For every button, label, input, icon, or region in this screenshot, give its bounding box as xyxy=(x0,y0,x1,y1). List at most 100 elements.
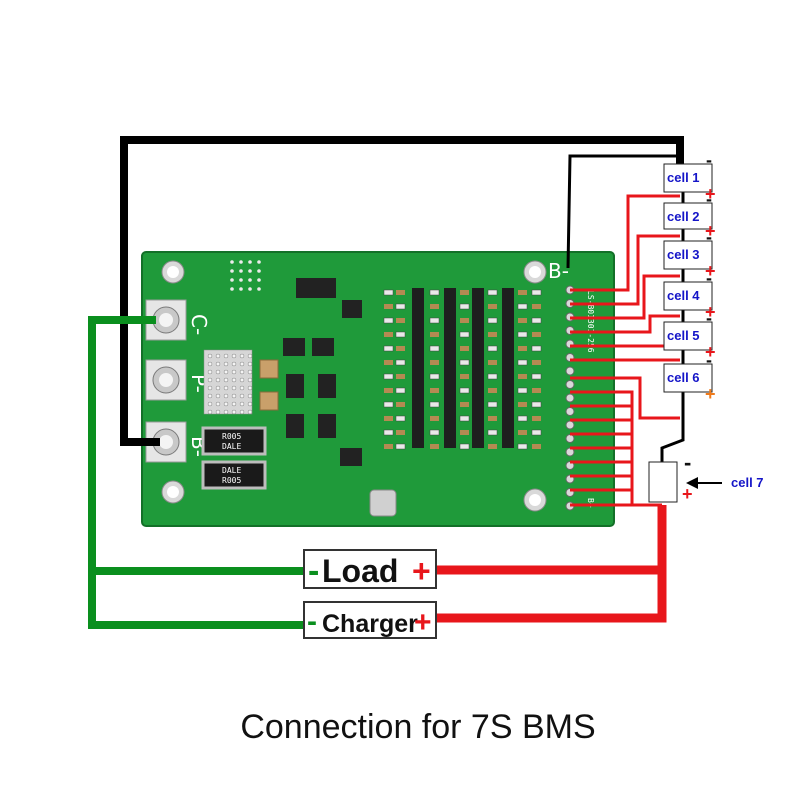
via-dot xyxy=(247,361,253,367)
smd-resistor xyxy=(487,317,498,324)
smd-capacitor xyxy=(396,290,405,295)
smd-resistor xyxy=(487,401,498,408)
via-dot xyxy=(223,393,229,399)
via-dot xyxy=(247,393,253,399)
smd-capacitor xyxy=(430,332,439,337)
cell-7-plus-sign: + xyxy=(682,484,693,504)
charger-minus-sign: - xyxy=(307,605,317,638)
via-dot xyxy=(207,393,213,399)
via-dot xyxy=(239,287,243,291)
cell-7-arrow-head xyxy=(686,477,698,489)
smd-capacitor xyxy=(488,332,497,337)
cell-2-plus-sign: + xyxy=(705,221,716,241)
smd-resistor xyxy=(383,401,394,408)
resistor-2-line-1: DALE xyxy=(222,466,241,475)
via-dot xyxy=(231,361,237,367)
charger-plus-sign: + xyxy=(414,606,432,639)
smd-capacitor xyxy=(518,374,527,379)
smd-capacitor xyxy=(460,430,469,435)
smd-resistor xyxy=(429,429,440,436)
smd-capacitor xyxy=(396,430,405,435)
diagram-caption: Connection for 7S BMS xyxy=(240,708,595,746)
smd-capacitor xyxy=(396,346,405,351)
via-dot xyxy=(239,393,245,399)
load-plus-sign: + xyxy=(412,553,431,589)
smd-capacitor xyxy=(430,304,439,309)
cell-4-minus-sign: - xyxy=(706,268,712,288)
smd-capacitor xyxy=(396,374,405,379)
via-dot xyxy=(257,260,261,264)
header-pin xyxy=(565,420,575,430)
cell-2-minus-sign: - xyxy=(706,189,712,209)
cell-7-minus-sign: - xyxy=(684,450,691,475)
smd-capacitor xyxy=(488,360,497,365)
via-dot xyxy=(239,401,245,407)
via-dot xyxy=(230,287,234,291)
cell-5: cell 5-+ xyxy=(663,308,716,362)
smd-capacitor xyxy=(488,304,497,309)
via-dot xyxy=(239,409,245,415)
via-dots xyxy=(207,260,261,415)
smd-resistor xyxy=(531,289,542,296)
via-dot xyxy=(207,361,213,367)
pad-b-minus xyxy=(145,421,187,463)
smd-capacitor xyxy=(488,416,497,421)
resistor-1-line-1: R005 xyxy=(222,432,241,441)
smd-resistor xyxy=(517,415,528,422)
smd-capacitor xyxy=(460,318,469,323)
smd-capacitor xyxy=(460,346,469,351)
smd-resistor xyxy=(531,373,542,380)
via-dot xyxy=(239,385,245,391)
cell-6: cell 6-+ xyxy=(663,350,716,404)
via-dot xyxy=(248,260,252,264)
cell-2-label: cell 2 xyxy=(667,209,700,224)
via-dot xyxy=(207,409,213,415)
charger-connector: - Charger + xyxy=(303,601,437,639)
balance-wires xyxy=(570,194,680,507)
via-dot xyxy=(223,361,229,367)
cell-5-minus-sign: - xyxy=(706,308,712,328)
smd-capacitor xyxy=(518,430,527,435)
smd-resistor xyxy=(429,317,440,324)
via-dot xyxy=(231,353,237,359)
pad-label-c-minus: C- xyxy=(187,314,211,335)
cell-4: cell 4-+ xyxy=(663,268,716,322)
smd-resistor xyxy=(395,331,406,338)
via-dot xyxy=(231,393,237,399)
shunt-resistor-2: DALE R005 xyxy=(201,460,267,490)
via-dot xyxy=(207,369,213,375)
smd-resistor xyxy=(487,373,498,380)
smd-capacitor xyxy=(384,388,393,393)
via-dot xyxy=(215,369,221,375)
via-dot xyxy=(239,260,243,264)
cell-3-label: cell 3 xyxy=(667,247,700,262)
smd-resistor xyxy=(383,429,394,436)
charger-label: Charger xyxy=(322,610,418,638)
header-label-b-minus: B- xyxy=(548,259,569,283)
smd-capacitor xyxy=(460,290,469,295)
smd-resistor xyxy=(383,373,394,380)
board-components xyxy=(259,278,397,517)
smd-resistor xyxy=(429,289,440,296)
header-label-b-plus: B+ xyxy=(586,498,595,508)
smd-resistor xyxy=(383,317,394,324)
via-dot xyxy=(223,385,229,391)
via-dot xyxy=(257,287,261,291)
smd-capacitor xyxy=(532,332,541,337)
via-dot xyxy=(223,401,229,407)
balancing-ics xyxy=(412,288,514,448)
via-dot xyxy=(247,385,253,391)
smd-capacitor xyxy=(460,402,469,407)
smd-capacitor xyxy=(488,388,497,393)
smd-capacitor xyxy=(384,304,393,309)
via-dot xyxy=(247,353,253,359)
cell-6-minus-sign: - xyxy=(706,350,712,370)
via-dot xyxy=(231,401,237,407)
smd-resistor xyxy=(395,359,406,366)
cell-2: cell 2- + xyxy=(663,189,716,241)
cell-1-label: cell 1 xyxy=(667,170,700,185)
via-dot xyxy=(231,409,237,415)
header-pin xyxy=(565,380,575,389)
cell-stack: cell 1-+cell 2-+cell 3-+cell 4-+cell 5-+… xyxy=(663,150,716,404)
